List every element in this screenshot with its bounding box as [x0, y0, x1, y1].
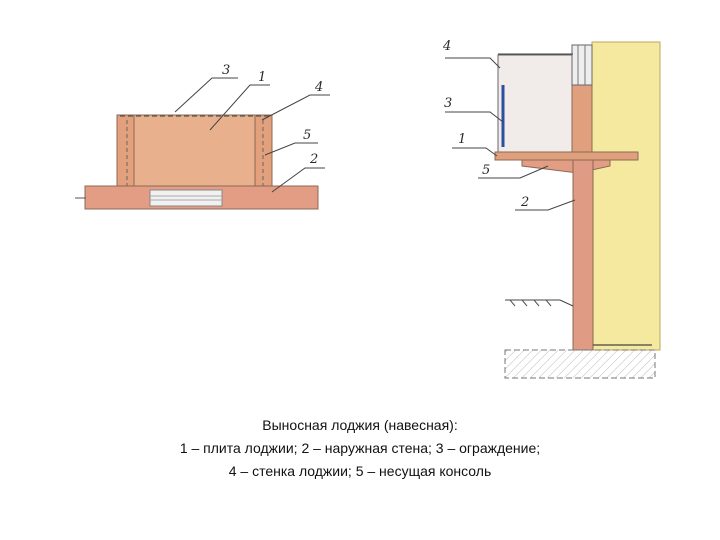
section-leader-1 [452, 147, 498, 157]
section-label-5: 5 [482, 163, 490, 178]
section-ground-hatch [545, 299, 552, 307]
section-leader-3 [445, 111, 504, 123]
section-leader-4 [445, 57, 501, 69]
plan-leader-2 [271, 167, 325, 193]
plan-window-opening [149, 189, 223, 207]
section-view: 4 3 1 5 2 [442, 39, 661, 379]
plan-view: 3 1 4 5 2 [75, 63, 330, 210]
plan-label-3: 3 [222, 63, 230, 78]
section-upper-wall [571, 84, 593, 154]
plan-label-5: 5 [303, 128, 311, 143]
section-label-2: 2 [520, 195, 529, 210]
plan-label-4: 4 [314, 80, 323, 95]
plan-left-loggia-wall [116, 114, 135, 188]
section-exterior-wall [572, 159, 594, 351]
section-ground-hatch [533, 299, 540, 307]
caption-legend-line-2: 4 – стенка лоджии; 5 – несущая консоль [228, 463, 492, 479]
section-masonry [591, 41, 661, 351]
section-window-frame [571, 44, 593, 86]
plan-leader-3 [174, 77, 238, 113]
section-loggia-wall-panel [497, 54, 574, 154]
plan-leader-1 [209, 84, 270, 131]
plan-loggia-slab [131, 114, 261, 188]
section-loggia-slab [494, 151, 639, 161]
caption-legend-line-1: 1 – плита лоджии; 2 – наружная стена; 3 … [179, 440, 541, 456]
section-leader-5 [478, 165, 549, 179]
section-foundation [504, 349, 656, 379]
plan-leader-4 [261, 94, 330, 121]
section-leader-2 [515, 199, 576, 211]
plan-label-2: 2 [309, 152, 318, 167]
section-label-4: 4 [442, 39, 451, 54]
section-ground-hatch [521, 299, 528, 307]
plan-label-1: 1 [258, 70, 266, 85]
plan-leader-5 [264, 142, 318, 156]
caption-title: Выносная лоджия (навесная): [262, 417, 458, 433]
section-ground-hatch [509, 299, 516, 307]
section-label-1: 1 [458, 132, 466, 147]
section-ground-line [505, 299, 574, 307]
section-label-3: 3 [444, 96, 452, 111]
